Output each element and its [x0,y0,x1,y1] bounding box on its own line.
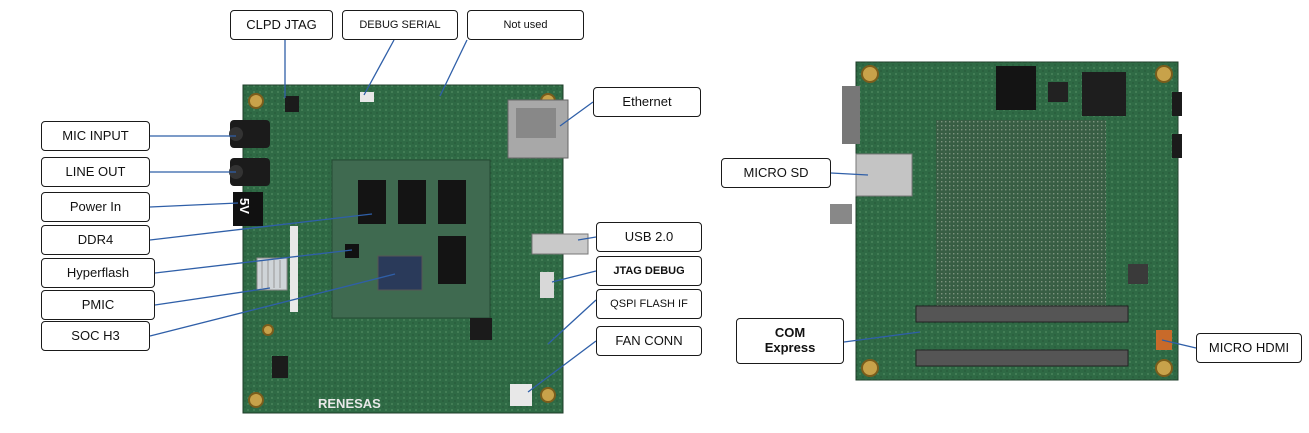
label-qspi-flash-if: QSPI FLASH IF [596,289,702,319]
label-micro-sd: MICRO SD [721,158,831,188]
power-marking: 5V [237,198,252,214]
label-soc-h3: SOC H3 [41,321,150,351]
label-power-in: Power In [41,192,150,222]
brand-marking: RENESAS [318,396,381,411]
label-hyperflash: Hyperflash [41,258,155,288]
label-com-express-line2: Express [764,340,816,355]
label-ethernet: Ethernet [593,87,701,117]
label-ddr4: DDR4 [41,225,150,255]
label-com-express: COM Express [736,318,844,364]
label-fan-conn: FAN CONN [596,326,702,356]
label-not-used: Not used [467,10,584,40]
label-mic-input: MIC INPUT [41,121,150,151]
left-board [229,84,589,414]
label-jtag-debug: JTAG DEBUG [596,256,702,286]
label-usb-20: USB 2.0 [596,222,702,252]
label-debug-serial: DEBUG SERIAL [342,10,458,40]
right-board [830,61,1182,381]
leader-lines [149,39,1197,393]
label-clpd-jtag: CLPD JTAG [230,10,333,40]
label-line-out: LINE OUT [41,157,150,187]
label-pmic: PMIC [41,290,155,320]
label-micro-hdmi: MICRO HDMI [1196,333,1302,363]
label-com-express-line1: COM [774,325,806,341]
